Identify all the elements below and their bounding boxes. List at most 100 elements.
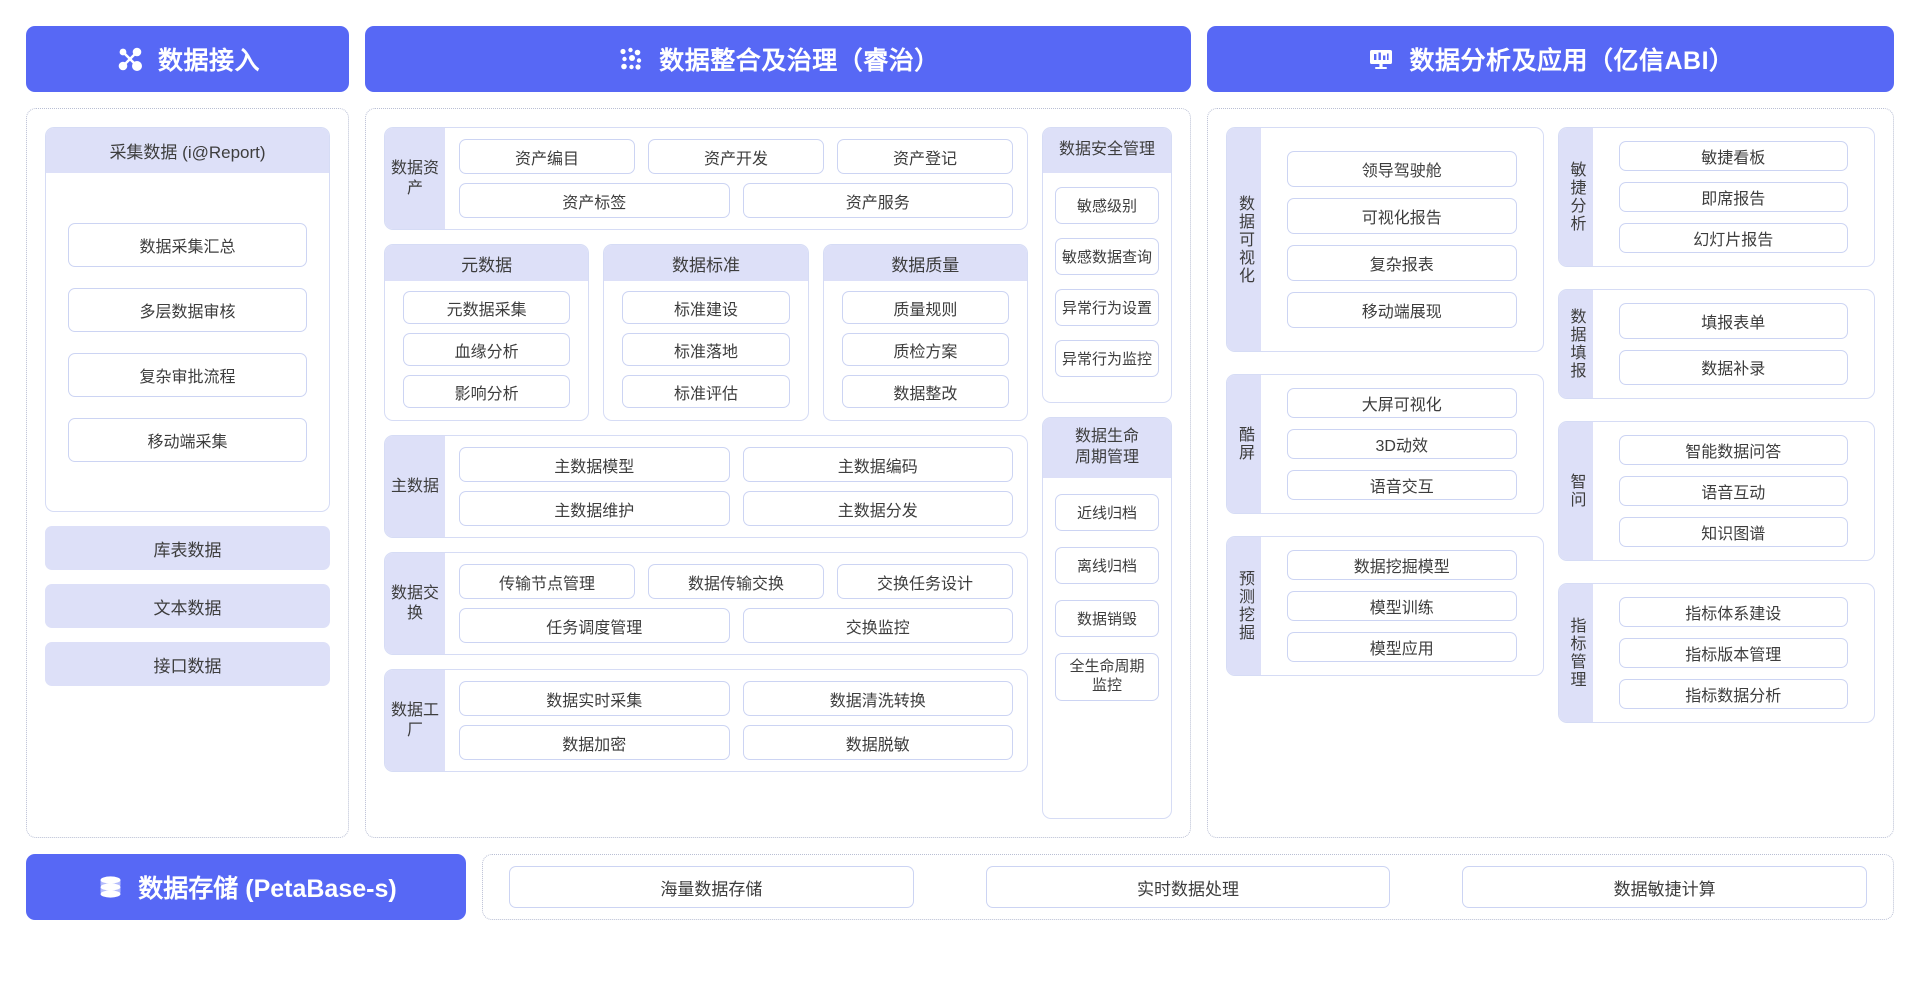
block-label-data-visualization: 数据可视化 [1227,128,1261,351]
exchange-item[interactable]: 交换任务设计 [837,564,1013,599]
storage-item[interactable]: 实时数据处理 [985,866,1391,908]
block-label-cool-screen: 酷屏 [1227,375,1261,513]
block-data-exchange: 数据交换 传输节点管理 数据传输交换 交换任务设计 任务调度管理 交换监控 [384,552,1028,655]
cool-screen-item[interactable]: 语音交互 [1287,470,1517,500]
asset-item[interactable]: 资产编目 [459,139,635,174]
agile-item[interactable]: 幻灯片报告 [1618,223,1848,253]
collect-item[interactable]: 多层数据审核 [68,287,307,332]
exchange-item[interactable]: 交换监控 [742,608,1013,643]
asset-item[interactable]: 资产登记 [837,139,1013,174]
header-data-ingest[interactable]: 数据接入 [26,26,349,92]
security-item[interactable]: 敏感数据查询 [1055,238,1159,275]
metadata-item[interactable]: 影响分析 [403,375,571,408]
master-item[interactable]: 主数据模型 [459,447,730,482]
lifecycle-item[interactable]: 全生命周期监控 [1055,652,1159,701]
master-item[interactable]: 主数据维护 [459,491,730,526]
card-data-standard: 数据标准 标准建设 标准落地 标准评估 [603,244,809,421]
collect-item[interactable]: 数据采集汇总 [68,222,307,267]
card-metadata: 元数据 元数据采集 血缘分析 影响分析 [384,244,590,421]
source-item-interface-data[interactable]: 接口数据 [45,642,330,686]
lifecycle-item[interactable]: 近线归档 [1055,493,1159,531]
exchange-item[interactable]: 任务调度管理 [459,608,730,643]
security-item[interactable]: 异常行为设置 [1055,289,1159,326]
panel-data-lifecycle: 数据生命周期管理 近线归档 离线归档 数据销毁 全生命周期监控 [1042,417,1172,819]
smart-query-item[interactable]: 智能数据问答 [1618,435,1848,465]
collect-item[interactable]: 复杂审批流程 [68,352,307,397]
master-item[interactable]: 主数据编码 [742,447,1013,482]
asset-item[interactable]: 资产服务 [742,183,1013,218]
header-data-storage[interactable]: 数据存储 (PetaBase-s) [26,854,466,920]
panel-data-lifecycle-title: 数据生命周期管理 [1043,418,1171,478]
standard-item[interactable]: 标准落地 [622,333,790,366]
exchange-item[interactable]: 传输节点管理 [459,564,635,599]
lifecycle-title-line2: 周期管理 [1074,448,1139,466]
block-smart-query: 智问 智能数据问答 语音互动 知识图谱 [1557,421,1875,561]
security-item[interactable]: 异常行为监控 [1055,340,1159,377]
visualization-item[interactable]: 领导驾驶舱 [1287,151,1517,187]
header-ingest-label: 数据接入 [157,47,260,75]
standard-item[interactable]: 标准建设 [622,291,790,324]
triple-card-group: 元数据 元数据采集 血缘分析 影响分析 数据标准 标准建设 标准落地 标准评估 [384,244,1028,421]
quality-item[interactable]: 质量规则 [841,291,1009,324]
header-data-governance[interactable]: 数据整合及治理（睿治） [365,26,1191,92]
panel-data-security: 数据安全管理 敏感级别 敏感数据查询 异常行为设置 异常行为监控 [1042,127,1172,403]
smart-query-item[interactable]: 语音互动 [1618,476,1848,506]
lifecycle-item[interactable]: 离线归档 [1055,546,1159,584]
card-metadata-title: 元数据 [385,245,589,281]
factory-item[interactable]: 数据脱敏 [742,725,1013,760]
visualization-item[interactable]: 移动端展现 [1287,292,1517,328]
visualization-item[interactable]: 可视化报告 [1287,198,1517,234]
storage-item[interactable]: 海量数据存储 [509,866,914,908]
asset-item[interactable]: 资产标签 [459,183,730,218]
factory-item[interactable]: 数据实时采集 [459,681,730,716]
analysis-right-stack: 敏捷分析 敏捷看板 即席报告 幻灯片报告 数据填报 填报表单 数据补录 智问 [1557,127,1875,819]
source-item-table-data[interactable]: 库表数据 [45,526,330,570]
collect-data-title: 采集数据 (i@Report) [46,128,329,173]
cool-screen-item[interactable]: 3D动效 [1287,429,1517,459]
factory-item[interactable]: 数据清洗转换 [742,681,1013,716]
reporting-item[interactable]: 数据补录 [1618,349,1848,385]
security-item[interactable]: 敏感级别 [1055,187,1159,224]
collect-item[interactable]: 移动端采集 [68,417,307,462]
metric-item[interactable]: 指标体系建设 [1618,597,1848,627]
block-data-reporting: 数据填报 填报表单 数据补录 [1557,289,1875,399]
smart-query-item[interactable]: 知识图谱 [1618,517,1848,547]
lifecycle-title-line1: 数据生命 [1074,428,1139,445]
metadata-item[interactable]: 血缘分析 [403,333,571,366]
panel-data-security-title: 数据安全管理 [1043,128,1171,173]
block-predictive-mining: 预测挖掘 数据挖掘模型 模型训练 模型应用 [1226,536,1544,676]
header-data-analysis[interactable]: 数据分析及应用（亿信ABI） [1207,26,1894,92]
storage-items: 海量数据存储 实时数据处理 数据敏捷计算 [482,854,1894,920]
block-metric-management: 指标管理 指标体系建设 指标版本管理 指标数据分析 [1557,583,1875,723]
agile-item[interactable]: 即席报告 [1618,182,1848,212]
asset-item[interactable]: 资产开发 [648,139,824,174]
quality-item[interactable]: 数据整改 [841,375,1009,408]
lifecycle-item[interactable]: 数据销毁 [1055,599,1159,637]
agile-item[interactable]: 敏捷看板 [1618,141,1848,171]
source-item-text-data[interactable]: 文本数据 [45,584,330,628]
column-data-governance: 数据资产 资产编目 资产开发 资产登记 资产标签 资产服务 [365,108,1191,838]
quality-item[interactable]: 质检方案 [841,333,1009,366]
factory-item[interactable]: 数据加密 [459,725,730,760]
block-data-visualization: 数据可视化 领导驾驶舱 可视化报告 复杂报表 移动端展现 [1226,127,1544,352]
storage-title: 数据存储 (PetaBase-s) [138,875,397,903]
block-label-data-asset: 数据资产 [385,128,445,229]
master-item[interactable]: 主数据分发 [742,491,1013,526]
metric-item[interactable]: 指标版本管理 [1618,638,1848,668]
columns-row: 采集数据 (i@Report) 数据采集汇总 多层数据审核 复杂审批流程 移动端… [26,108,1894,838]
metadata-item[interactable]: 元数据采集 [403,291,571,324]
block-label-smart-query: 智问 [1558,422,1593,560]
card-data-standard-title: 数据标准 [604,245,808,281]
header-govern-label: 数据整合及治理（睿治） [659,47,940,75]
cool-screen-item[interactable]: 大屏可视化 [1287,388,1517,418]
metric-item[interactable]: 指标数据分析 [1618,679,1848,709]
standard-item[interactable]: 标准评估 [622,375,790,408]
mining-item[interactable]: 模型应用 [1287,632,1517,662]
visualization-item[interactable]: 复杂报表 [1287,245,1517,281]
exchange-item[interactable]: 数据传输交换 [648,564,824,599]
reporting-item[interactable]: 填报表单 [1618,303,1848,339]
card-data-quality-title: 数据质量 [823,245,1027,281]
mining-item[interactable]: 数据挖掘模型 [1287,550,1517,580]
storage-item[interactable]: 数据敏捷计算 [1462,866,1868,908]
mining-item[interactable]: 模型训练 [1287,591,1517,621]
